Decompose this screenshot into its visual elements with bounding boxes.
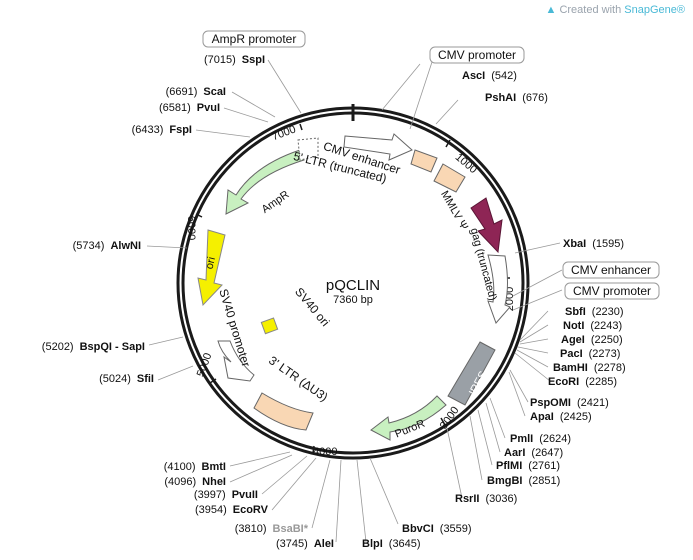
site-sspi: (7015)SspI [204,54,265,66]
site-bspqi-sapi: (5202)BspQI - SapI [42,341,145,353]
box-cmv-enhancer-right [562,261,660,279]
box-cmv-promoter-right [564,282,660,300]
label-ampr: AmpR [260,189,292,216]
site-ecori: EcoRI(2285) [548,376,617,388]
sv40-ori-box [260,317,279,335]
site-pvui: (6581)PvuI [159,102,220,114]
site-pshai: PshAI(676) [485,92,548,104]
cmv-promoter-box-1 [410,149,438,173]
plasmid-name: pQCLIN [326,277,380,294]
site-bamhi: BamHI(2278) [553,362,626,374]
snapgene-logo-icon: ▲ [545,4,557,16]
site-noti: NotI(2243) [563,320,622,332]
site-scai: (6691)ScaI [166,86,226,98]
credit-brand: SnapGene [624,4,677,16]
plasmid-size: 7360 bp [333,294,373,306]
site-alei: (3745)AleI [276,538,334,550]
ori-arrow [197,229,226,307]
site-sfii: (5024)SfiI [99,373,154,385]
ampr-promoter-marker [297,137,319,161]
site-fspi: (6433)FspI [132,124,192,136]
sv40-promoter-arrow [217,340,255,382]
label-cmv-promoter-top: CMV promoter [438,48,516,62]
site-ecorv: (3954)EcoRV [195,504,269,516]
site-xbai: XbaI(1595) [563,238,624,250]
puror-arrow [370,395,447,441]
tick-6000: 6000 [185,216,197,240]
credit-mark: ® [676,4,685,16]
site-alwni: (5734)AlwNI [73,240,141,252]
cmv-enhancer-arrow [343,133,413,161]
site-pflmi: PflMI(2761) [496,460,560,472]
label-3ltr: 3' LTR (ΔU3) [266,353,330,404]
label-cmv-promoter-right: CMV promoter [573,284,651,298]
ampr-arrow [225,149,305,215]
site-pspomi: PspOMI(2421) [530,397,609,409]
label-mmlv-psi: MMLV Ψ [438,189,470,232]
site-asci: AscI(542) [462,70,517,82]
ires-box [447,341,496,406]
site-bbvci: BbvCI(3559) [402,523,472,535]
site-rsrii: RsrII(3036) [455,493,517,505]
site-sbfi: SbfI(2230) [565,306,624,318]
site-blpi: BlpI(3645) [362,538,421,550]
site-nhei: (4096)NheI [164,476,226,488]
site-pvuii: (3997)PvuII [194,489,258,501]
label-cmv-enhancer-right: CMV enhancer [571,263,651,277]
site-pmli: PmlI(2624) [510,433,571,445]
site-bsabi: (3810)BsaBI* [235,523,309,535]
site-bmgbi: BmgBI(2851) [487,475,560,487]
cmv-promoter-box-2 [433,163,466,193]
gag-psi-arrow [470,197,503,254]
site-paci: PacI(2273) [560,348,620,360]
box-cmv-promoter-top [429,46,525,64]
label-ori: ori [203,256,218,271]
site-bmti: (4100)BmtI [164,461,226,473]
gag-truncated-arrow [487,254,511,324]
credit-prefix: Created with [559,4,622,16]
site-aari: AarI(2647) [504,447,563,459]
ltr-3-box [253,392,314,431]
label-ampr-promoter: AmpR promoter [212,32,297,46]
box-ampr-promoter [202,30,306,48]
leader-lines [146,59,563,543]
tick-4000: 4000 [313,446,337,458]
site-apai: ApaI(2425) [530,411,592,423]
snapgene-credit: ▲ Created with SnapGene® [546,4,686,16]
site-agei: AgeI(2250) [561,334,623,346]
tick-marks [195,123,510,454]
